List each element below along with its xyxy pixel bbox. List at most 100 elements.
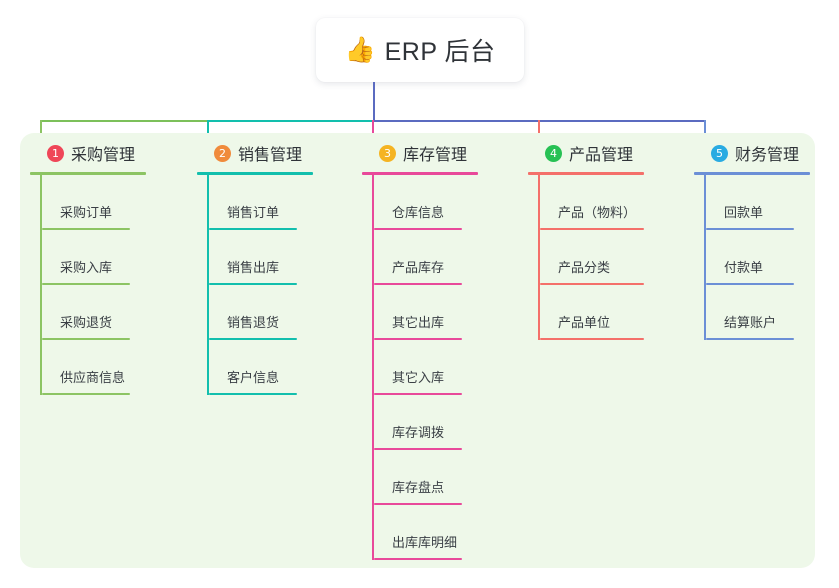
- column-2: 2 销售管理销售订单销售出库销售退货客户信息: [197, 140, 313, 395]
- column-title: 销售管理: [238, 147, 303, 164]
- list-item-rule: [42, 338, 130, 340]
- list-item[interactable]: 其它入库: [372, 340, 478, 395]
- column-4: 4 产品管理产品（物料） 产品分类产品单位: [528, 140, 644, 340]
- list-item-rule: [209, 393, 297, 395]
- column-branch: 回款单付款单结算账户: [694, 175, 810, 340]
- list-item[interactable]: 回款单: [704, 175, 810, 230]
- list-item-label: 产品（物料）: [558, 205, 637, 220]
- list-item[interactable]: 采购退货: [40, 285, 146, 340]
- column-header-2[interactable]: 2 销售管理: [197, 140, 313, 166]
- bus-segment-1: [40, 120, 209, 122]
- list-item[interactable]: 销售出库: [207, 230, 313, 285]
- list-item-rule: [209, 283, 297, 285]
- list-item-rule: [374, 393, 462, 395]
- list-item[interactable]: 出库库明细: [372, 505, 478, 560]
- list-item-label: 采购订单: [60, 205, 113, 220]
- list-item[interactable]: 供应商信息: [40, 340, 146, 395]
- list-item-rule: [706, 283, 794, 285]
- column-header-rule: [197, 172, 313, 175]
- column-header-4[interactable]: 4 产品管理: [528, 140, 644, 166]
- column-header-rule: [694, 172, 810, 175]
- column-title: 采购管理: [71, 147, 136, 164]
- list-item-rule: [374, 503, 462, 505]
- branch-spine: [704, 175, 706, 340]
- column-5: 5 财务管理回款单付款单结算账户: [694, 140, 810, 340]
- list-item-label: 库存盘点: [392, 480, 445, 495]
- column-header-rule: [362, 172, 478, 175]
- list-item-label: 销售订单: [227, 205, 280, 220]
- column-header-rule: [528, 172, 644, 175]
- list-item-label: 库存调拨: [392, 425, 445, 440]
- list-item-rule: [42, 228, 130, 230]
- list-item-rule: [540, 228, 644, 230]
- number-badge-icon: 4: [545, 144, 562, 162]
- list-item[interactable]: 仓库信息: [372, 175, 478, 230]
- column-header-rule: [30, 172, 146, 175]
- list-item[interactable]: 产品单位: [538, 285, 644, 340]
- column-branch: 仓库信息产品库存其它出库其它入库库存调拨库存盘点出库库明细: [362, 175, 478, 560]
- number-badge-icon: 5: [711, 144, 728, 162]
- list-item-rule: [706, 338, 794, 340]
- list-item-label: 其它入库: [392, 370, 445, 385]
- root-node[interactable]: 👍 ERP 后台: [316, 18, 524, 82]
- list-item[interactable]: 付款单: [704, 230, 810, 285]
- list-item-label: 付款单: [724, 260, 764, 275]
- list-item-rule: [540, 338, 644, 340]
- list-item-label: 销售退货: [227, 315, 280, 330]
- list-item[interactable]: 产品库存: [372, 230, 478, 285]
- list-item-label: 供应商信息: [60, 370, 126, 385]
- thumbs-up-icon: 👍: [344, 35, 376, 64]
- diagram-panel: [20, 133, 815, 568]
- list-item[interactable]: 客户信息: [207, 340, 313, 395]
- list-item-rule: [374, 283, 462, 285]
- column-1: 1 采购管理采购订单采购入库采购退货供应商信息: [30, 140, 146, 395]
- list-item-label: 结算账户: [724, 315, 777, 330]
- trunk-line: [373, 82, 375, 122]
- list-item[interactable]: 产品（物料）: [538, 175, 644, 230]
- column-branch: 产品（物料） 产品分类产品单位: [528, 175, 644, 340]
- number-badge-icon: 2: [214, 144, 231, 162]
- list-item-rule: [374, 338, 462, 340]
- list-item-label: 销售出库: [227, 260, 280, 275]
- list-item-label: 客户信息: [227, 370, 280, 385]
- branch-spine: [538, 175, 540, 340]
- list-item-label: 产品库存: [392, 260, 445, 275]
- list-item-label: 产品分类: [558, 260, 611, 275]
- list-item-rule: [209, 228, 297, 230]
- number-badge-icon: 1: [47, 144, 64, 162]
- list-item[interactable]: 销售订单: [207, 175, 313, 230]
- column-header-1[interactable]: 1 采购管理: [30, 140, 146, 166]
- branch-spine: [207, 175, 209, 395]
- list-item[interactable]: 销售退货: [207, 285, 313, 340]
- list-item-rule: [706, 228, 794, 230]
- list-item[interactable]: 其它出库: [372, 285, 478, 340]
- list-item-rule: [374, 228, 462, 230]
- column-title: 产品管理: [569, 147, 634, 164]
- list-item-label: 仓库信息: [392, 205, 445, 220]
- list-item-label: 产品单位: [558, 315, 611, 330]
- list-item[interactable]: 采购入库: [40, 230, 146, 285]
- list-item-label: 出库库明细: [392, 535, 458, 550]
- list-item-label: 其它出库: [392, 315, 445, 330]
- list-item-label: 采购入库: [60, 260, 113, 275]
- list-item[interactable]: 结算账户: [704, 285, 810, 340]
- list-item-rule: [374, 448, 462, 450]
- list-item-rule: [374, 558, 462, 560]
- column-branch: 采购订单采购入库采购退货供应商信息: [30, 175, 146, 395]
- list-item-rule: [42, 283, 130, 285]
- list-item[interactable]: 库存盘点: [372, 450, 478, 505]
- column-branch: 销售订单销售出库销售退货客户信息: [197, 175, 313, 395]
- root-title: ERP 后台: [384, 38, 496, 66]
- list-item[interactable]: 库存调拨: [372, 395, 478, 450]
- list-item[interactable]: 采购订单: [40, 175, 146, 230]
- list-item-label: 回款单: [724, 205, 764, 220]
- branch-spine: [40, 175, 42, 395]
- column-header-5[interactable]: 5 财务管理: [694, 140, 810, 166]
- column-title: 财务管理: [735, 147, 800, 164]
- number-badge-icon: 3: [379, 144, 396, 162]
- branch-spine: [372, 175, 374, 560]
- bus-segment-2: [207, 120, 374, 122]
- list-item[interactable]: 产品分类: [538, 230, 644, 285]
